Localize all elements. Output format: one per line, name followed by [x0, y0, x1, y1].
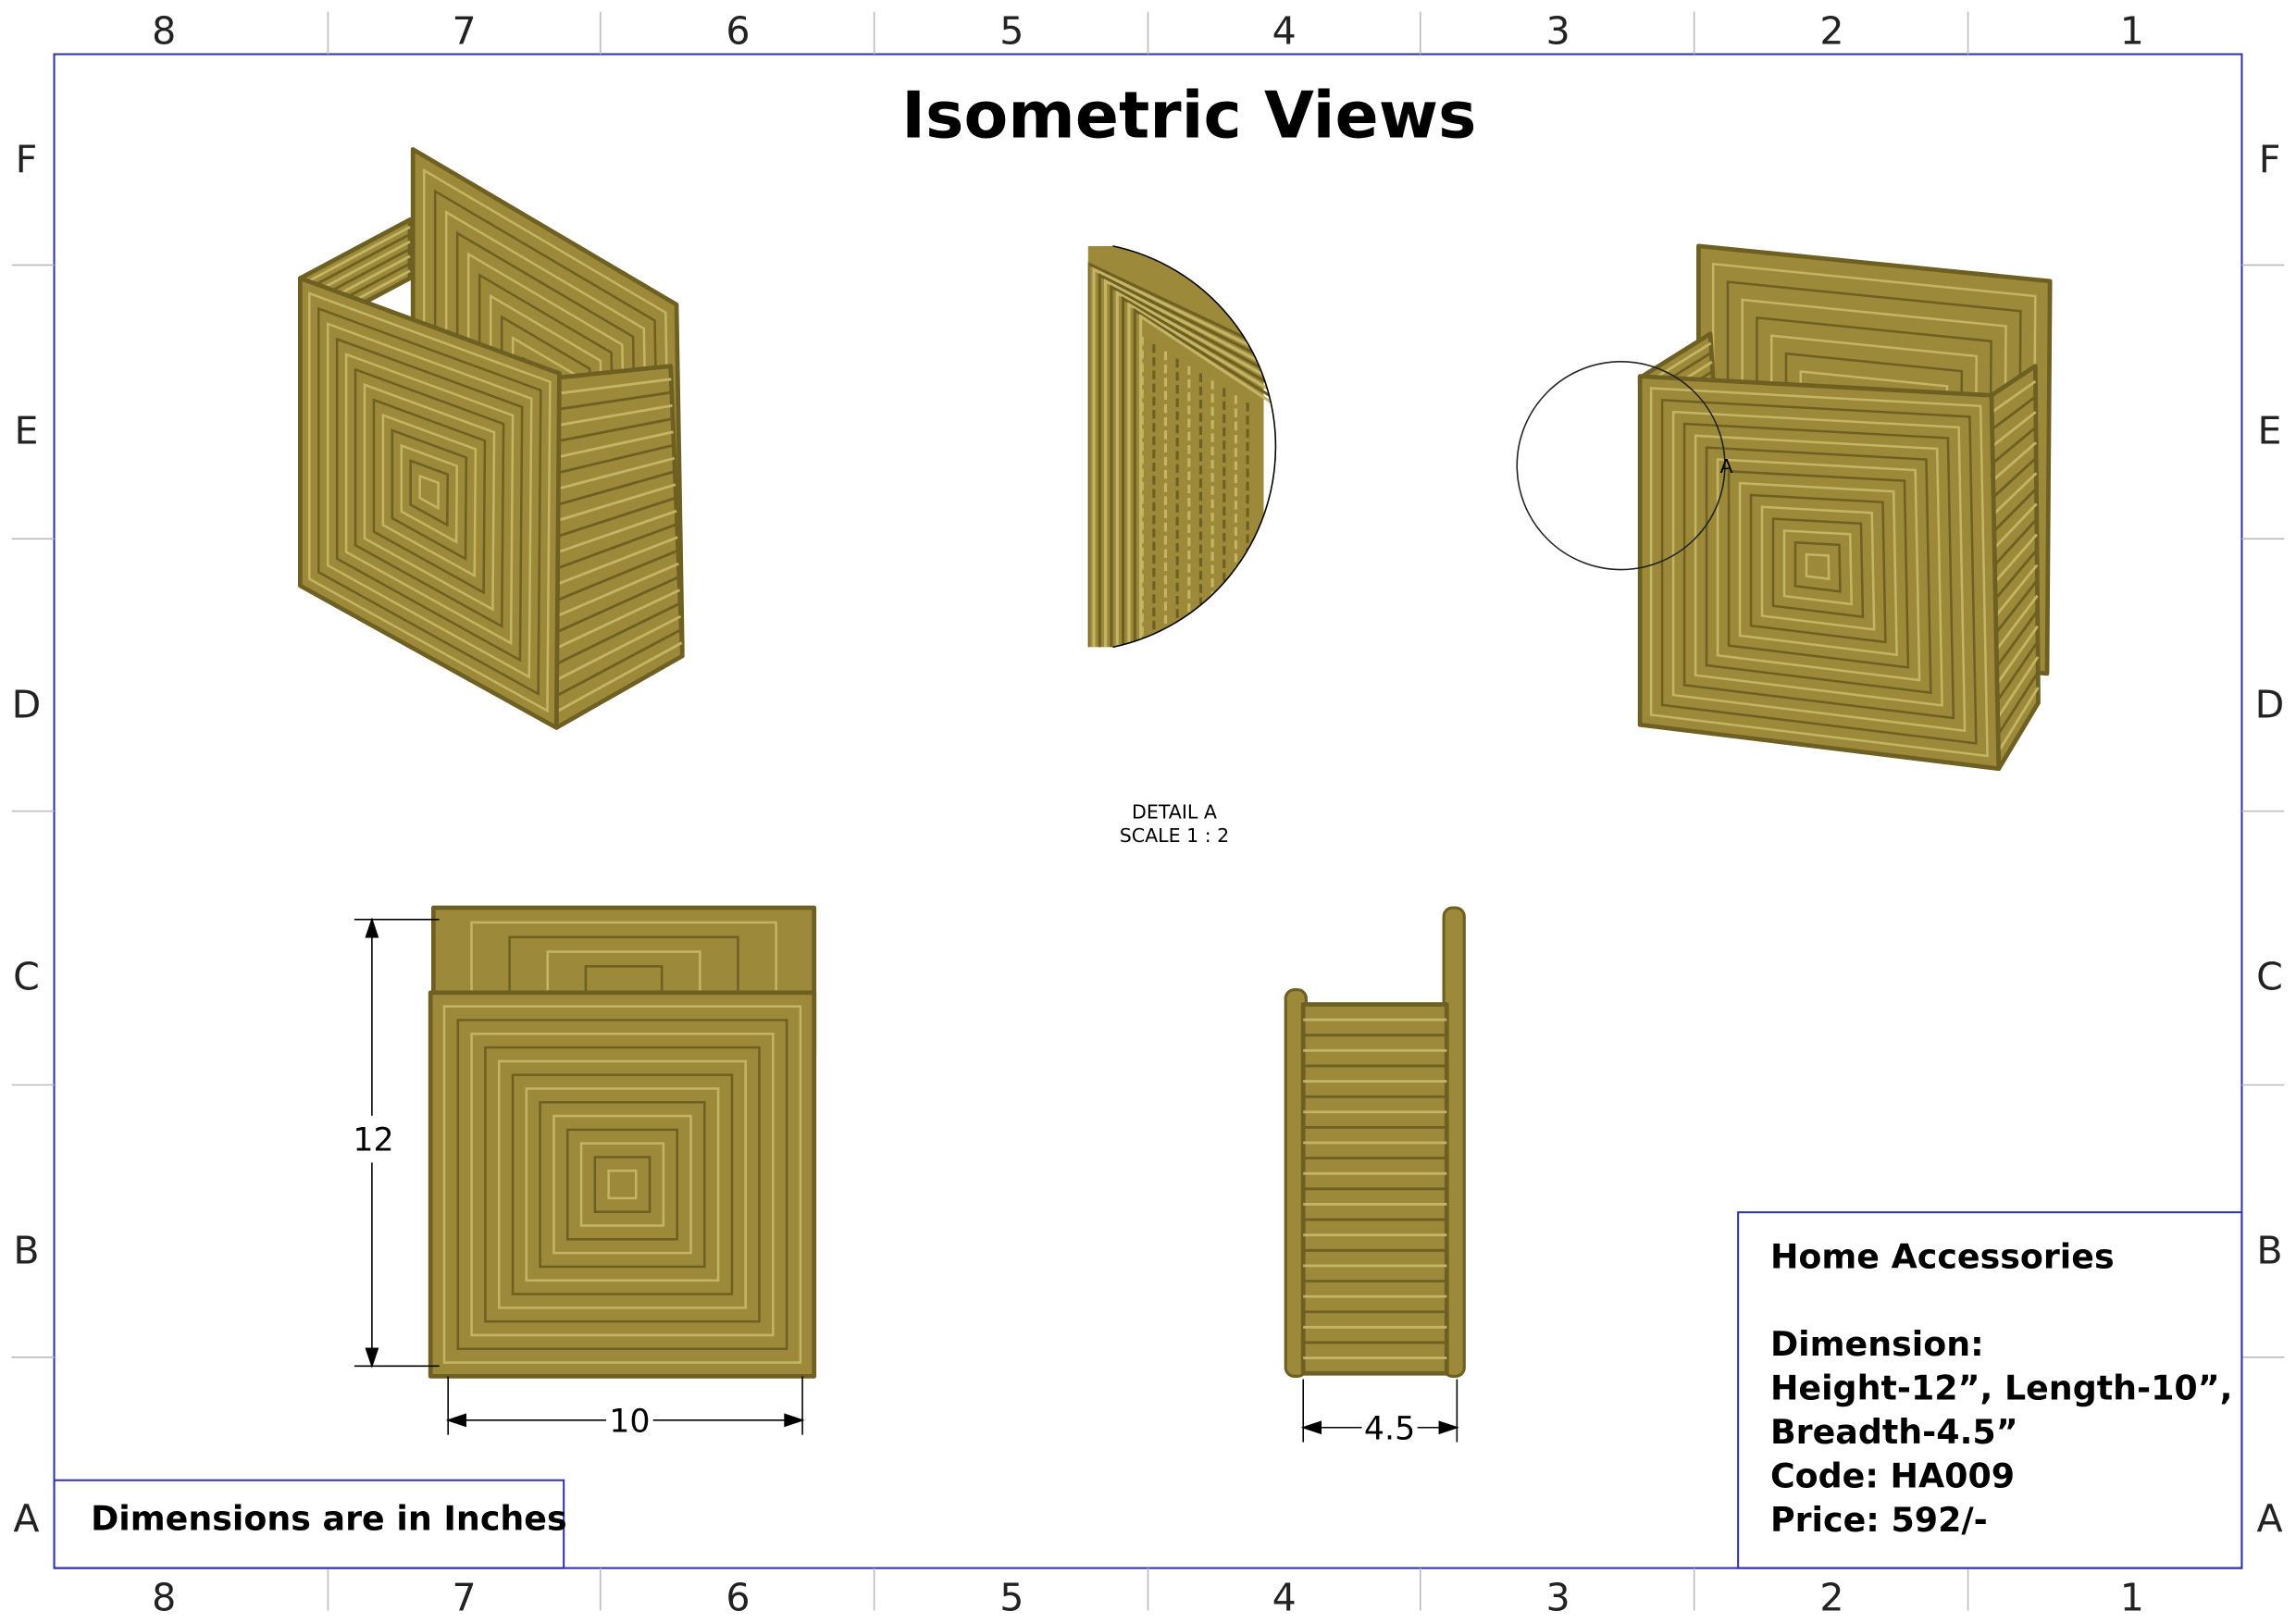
- basket-front-panel: [1637, 374, 2002, 772]
- title-block: [1737, 1211, 2243, 1569]
- zone-column-1: 1: [2120, 1576, 2144, 1620]
- zone-row-E: E: [2258, 408, 2282, 452]
- detail-callout-circle: [1516, 361, 1726, 571]
- zone-row-B: B: [2256, 1229, 2282, 1273]
- zone-row-F: F: [16, 138, 38, 182]
- zone-row-B: B: [13, 1229, 39, 1273]
- zone-column-5: 5: [999, 1576, 1024, 1620]
- isometric-view-right: [1637, 243, 2053, 772]
- units-note-box: [53, 1479, 565, 1569]
- zone-row-E: E: [14, 408, 38, 452]
- zone-column-4: 4: [1272, 1576, 1297, 1620]
- zone-column-7: 7: [452, 1576, 476, 1620]
- dimension-height-value: 12: [353, 1122, 393, 1159]
- zone-column-2: 2: [1819, 1576, 1843, 1620]
- zone-column-6: 6: [726, 8, 750, 53]
- dimension-breadth: [1300, 1379, 1459, 1443]
- title-block-dimension-heading: Dimension:: [1770, 1324, 1984, 1364]
- dimension-length: [445, 1376, 805, 1435]
- zone-row-D: D: [12, 682, 42, 726]
- title-block-price: Price: 592/-: [1770, 1500, 1988, 1540]
- zone-column-5: 5: [999, 8, 1024, 53]
- front-view: [428, 905, 817, 1379]
- basket-front-panel: [428, 990, 817, 1379]
- zone-column-4: 4: [1272, 8, 1297, 53]
- title-block-category: Home Accessories: [1770, 1236, 2115, 1276]
- zone-row-A: A: [2256, 1496, 2282, 1541]
- basket-right-side: [1989, 364, 2041, 772]
- zone-column-8: 8: [152, 1576, 176, 1620]
- zone-row-C: C: [2256, 955, 2283, 999]
- sheet-title: Isometric Views: [901, 79, 1476, 154]
- basket-right-side: [553, 364, 685, 730]
- zone-column-7: 7: [452, 8, 476, 53]
- title-block-code: Code: HA009: [1770, 1456, 2015, 1496]
- dimension-height: [354, 917, 440, 1369]
- side-view: [1284, 906, 1466, 1378]
- zone-row-C: C: [13, 955, 40, 999]
- zone-column-3: 3: [1545, 8, 1570, 53]
- zone-row-F: F: [2259, 138, 2281, 182]
- drawing-views: [297, 147, 2053, 1379]
- zone-column-2: 2: [1819, 8, 1843, 53]
- isometric-view-left: [297, 147, 685, 730]
- zone-column-8: 8: [152, 8, 176, 53]
- basket-front-panel: [297, 276, 562, 730]
- zone-column-6: 6: [726, 1576, 750, 1620]
- dimension-length-value: 10: [609, 1403, 650, 1440]
- detail-callout-label: A: [1719, 455, 1732, 477]
- zone-row-D: D: [2255, 682, 2285, 726]
- zone-row-A: A: [13, 1496, 39, 1541]
- detail-label: DETAIL A: [1132, 801, 1217, 824]
- zone-column-1: 1: [2120, 8, 2144, 53]
- units-note: Dimensions are in Inches: [91, 1498, 567, 1538]
- zone-column-3: 3: [1545, 1576, 1570, 1620]
- title-block-dimension-line2: Breadth-4.5”: [1770, 1412, 2018, 1452]
- detail-scale: SCALE 1 : 2: [1120, 824, 1230, 847]
- dimension-breadth-value: 4.5: [1364, 1410, 1415, 1447]
- title-block-dimension-line1: Height-12”, Length-10”,: [1770, 1369, 2233, 1408]
- basket-side-bars: [1300, 1002, 1449, 1376]
